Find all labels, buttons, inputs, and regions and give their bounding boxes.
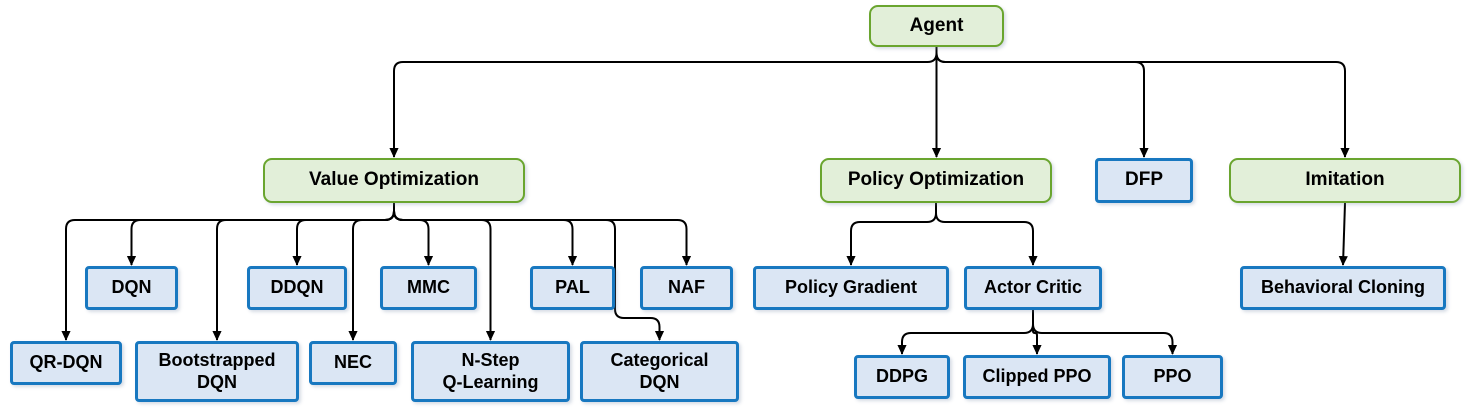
- edge-agent-to-dfp: [935, 47, 1149, 158]
- edge-agent-to-imitation: [935, 47, 1350, 158]
- edge-value_opt-to-ddqn: [292, 203, 395, 266]
- node-imitation[interactable]: Imitation: [1229, 158, 1461, 203]
- node-agent[interactable]: Agent: [869, 5, 1004, 47]
- node-label: QR-DQN: [29, 352, 103, 373]
- node-dfp[interactable]: DFP: [1095, 158, 1193, 203]
- node-label: PAL: [555, 277, 590, 298]
- node-dqn[interactable]: DQN: [85, 266, 178, 310]
- node-label: Categorical DQN: [610, 350, 709, 392]
- node-label: Agent: [909, 14, 964, 36]
- node-mmc[interactable]: MMC: [380, 266, 477, 310]
- edge-agent-to-value_opt: [389, 47, 938, 158]
- node-label: Policy Gradient: [784, 277, 918, 298]
- node-ddqn[interactable]: DDQN: [247, 266, 347, 310]
- node-label: DQN: [111, 277, 152, 298]
- node-value_opt[interactable]: Value Optimization: [263, 158, 525, 203]
- edge-imitation-to-behav_clone: [1338, 202, 1348, 266]
- node-label: Value Optimization: [309, 169, 479, 191]
- node-ddpg[interactable]: DDPG: [854, 355, 950, 399]
- node-label: NEC: [333, 352, 372, 373]
- node-label: DDQN: [270, 277, 324, 298]
- node-clipped_ppo[interactable]: Clipped PPO: [963, 355, 1111, 399]
- edge-actor_critic-to-ppo: [1032, 310, 1178, 355]
- edge-value_opt-to-naf: [393, 203, 692, 266]
- node-label: Clipped PPO: [982, 366, 1092, 387]
- node-label: Policy Optimization: [847, 169, 1025, 191]
- edge-value_opt-to-dqn: [126, 203, 395, 266]
- node-nstep_q[interactable]: N-Step Q-Learning: [411, 341, 570, 402]
- node-ppo[interactable]: PPO: [1122, 355, 1223, 399]
- node-label: DDPG: [875, 366, 928, 387]
- edge-actor_critic-to-clipped_ppo: [1032, 310, 1042, 355]
- node-label: Imitation: [1305, 169, 1385, 191]
- node-boot_dqn[interactable]: Bootstrapped DQN: [135, 341, 299, 402]
- node-nec[interactable]: NEC: [309, 341, 397, 385]
- node-label: MMC: [407, 277, 450, 298]
- node-label: Bootstrapped DQN: [158, 350, 276, 392]
- node-pal[interactable]: PAL: [530, 266, 615, 310]
- edge-value_opt-to-mmc: [393, 203, 434, 266]
- node-label: Actor Critic: [983, 277, 1082, 298]
- node-naf[interactable]: NAF: [640, 266, 733, 310]
- node-label: N-Step Q-Learning: [442, 350, 539, 392]
- edge-policy_opt-to-policy_grad: [846, 203, 937, 266]
- edge-actor_critic-to-ddpg: [897, 310, 1034, 355]
- node-cat_dqn[interactable]: Categorical DQN: [580, 341, 739, 402]
- edge-policy_opt-to-actor_critic: [935, 203, 1038, 266]
- node-policy_grad[interactable]: Policy Gradient: [753, 266, 949, 310]
- node-label: DFP: [1125, 169, 1163, 191]
- edge-value_opt-to-pal: [393, 203, 578, 266]
- node-actor_critic[interactable]: Actor Critic: [964, 266, 1102, 310]
- node-behav_clone[interactable]: Behavioral Cloning: [1240, 266, 1446, 310]
- node-label: NAF: [668, 277, 705, 298]
- node-policy_opt[interactable]: Policy Optimization: [820, 158, 1052, 203]
- node-qr_dqn[interactable]: QR-DQN: [10, 341, 122, 385]
- node-label: Behavioral Cloning: [1260, 277, 1426, 298]
- node-label: PPO: [1153, 366, 1192, 387]
